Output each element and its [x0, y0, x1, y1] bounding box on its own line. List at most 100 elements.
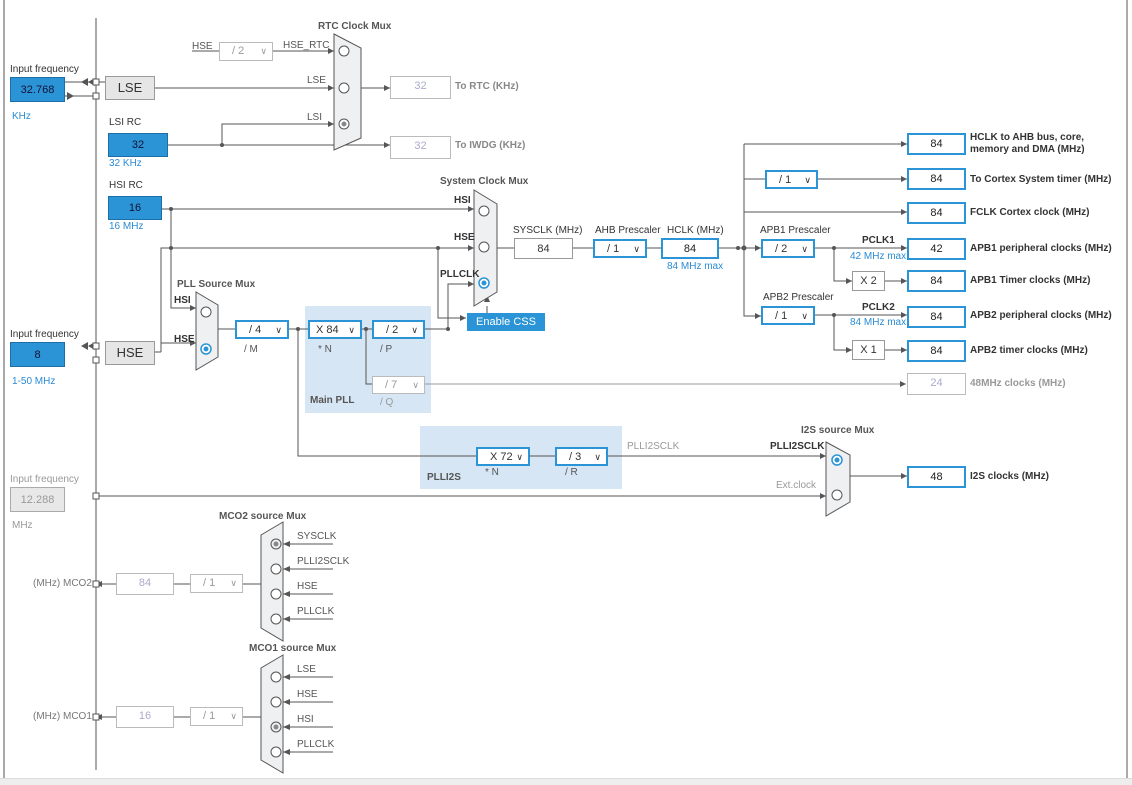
hclk-value-input[interactable]: 84: [661, 238, 719, 259]
lse-frequency-input[interactable]: 32.768: [10, 77, 65, 102]
plli2s-n-select[interactable]: X 72∨: [476, 447, 530, 466]
apb1-prescaler-label: APB1 Prescaler: [760, 225, 831, 237]
sysclk-value: 84: [514, 238, 573, 259]
iwdg-output-label: To IWDG (KHz): [455, 140, 525, 152]
lsi-label: LSI RC: [109, 117, 141, 129]
fclk-label: FCLK Cortex clock (MHz): [970, 207, 1089, 219]
pll-q-select[interactable]: / 7∨: [372, 376, 425, 394]
apb2-prescaler-select[interactable]: / 1∨: [761, 306, 815, 325]
rtc-hse-divider-select[interactable]: / 2∨: [219, 42, 273, 61]
ahb-prescaler-select[interactable]: / 1∨: [593, 239, 647, 258]
iwdg-output-value: 32: [390, 136, 451, 159]
pclk1-label: PCLK1: [862, 235, 895, 247]
main-pll-title: Main PLL: [310, 395, 354, 407]
pll-source-mux-title: PLL Source Mux: [177, 279, 255, 291]
pll-mux-hsi-label: HSI: [174, 295, 191, 307]
i2s-output: 48: [907, 466, 966, 488]
mco2-output: 84: [116, 573, 174, 595]
mco2-input-hse: HSE: [297, 581, 318, 593]
cortex-timer-divider-select[interactable]: / 1∨: [765, 170, 818, 189]
hclk-ahb-label: HCLK to AHB bus, core,: [970, 132, 1084, 144]
pll-source-mux-shape: [196, 292, 218, 370]
mco2-label: (MHz) MCO2: [33, 578, 92, 590]
pll-m-select[interactable]: / 4∨: [235, 320, 289, 339]
cortex-timer-label: To Cortex System timer (MHz): [970, 174, 1112, 186]
mco2-mux-shape: [261, 522, 283, 641]
rtc-mux-title: RTC Clock Mux: [318, 21, 391, 33]
rtc-hse-label: HSE: [192, 41, 213, 53]
mco1-mux-title: MCO1 source Mux: [249, 643, 336, 655]
mco2-input-sysclk: SYSCLK: [297, 531, 336, 543]
clk48-output: 24: [907, 373, 966, 395]
mco1-input-hse: HSE: [297, 689, 318, 701]
ahb-prescaler-label: AHB Prescaler: [595, 225, 661, 237]
lsi-value: 32: [108, 133, 168, 157]
apb2-timer-output: 84: [907, 340, 966, 362]
pll-p-select[interactable]: / 2∨: [372, 320, 425, 339]
pll-p-label: / P: [380, 344, 392, 356]
ext-frequency-input[interactable]: 12.288: [10, 487, 65, 512]
pll-m-label: / M: [244, 344, 258, 356]
plli2s-n-label: * N: [485, 467, 499, 479]
plli2sclk-label: PLLI2SCLK: [627, 441, 679, 453]
hclk-ahb-label-2: memory and DMA (MHz): [970, 144, 1085, 156]
enable-css-button[interactable]: Enable CSS: [467, 313, 545, 331]
apb2-peripheral-output: 84: [907, 306, 966, 328]
mco1-divider-select[interactable]: / 1∨: [190, 707, 243, 726]
fclk-output: 84: [907, 202, 966, 224]
i2s-mux-title: I2S source Mux: [801, 425, 874, 437]
pll-n-select[interactable]: X 84∨: [308, 320, 362, 339]
mco2-divider-select[interactable]: / 1∨: [190, 574, 243, 593]
lsi-unit: 32 KHz: [109, 158, 142, 170]
mco1-label: (MHz) MCO1: [33, 711, 92, 723]
cortex-timer-output: 84: [907, 168, 966, 190]
mco1-input-hsi: HSI: [297, 714, 314, 726]
plli2s-r-label: / R: [565, 467, 578, 479]
lse-unit: KHz: [12, 111, 31, 123]
apb2-timer-label: APB2 timer clocks (MHz): [970, 345, 1088, 357]
mco1-input-lse: LSE: [297, 664, 316, 676]
apb1-max: 42 MHz max: [850, 251, 906, 263]
hclk-ahb-output: 84: [907, 133, 966, 155]
lse-block: LSE: [105, 76, 155, 100]
apb1-prescaler-select[interactable]: / 2∨: [761, 239, 815, 258]
apb2-peripheral-label: APB2 peripheral clocks (MHz): [970, 310, 1112, 322]
plli2s-r-select[interactable]: / 3∨: [555, 447, 608, 466]
ext-freq-label: Input frequency: [10, 474, 79, 486]
i2s-mux-shape: [826, 442, 850, 516]
apb1-timer-label: APB1 Timer clocks (MHz): [970, 275, 1090, 287]
i2s-plli2sclk-label: PLLI2SCLK: [770, 441, 824, 453]
mco2-input-pllclk: PLLCLK: [297, 606, 334, 618]
plli2s-title: PLLI2S: [427, 472, 461, 484]
hsi-unit: 16 MHz: [109, 221, 143, 233]
apb1-peripheral-label: APB1 peripheral clocks (MHz): [970, 243, 1112, 255]
hclk-label: HCLK (MHz): [667, 225, 724, 237]
hse-range: 1-50 MHz: [12, 376, 55, 388]
mco1-input-pllclk: PLLCLK: [297, 739, 334, 751]
apb2-max: 84 MHz max: [850, 317, 906, 329]
clk48-label: 48MHz clocks (MHz): [970, 378, 1066, 390]
sysclk-label: SYSCLK (MHz): [513, 225, 582, 237]
ext-clock-label: Ext.clock: [776, 480, 816, 492]
pll-q-label: / Q: [380, 397, 393, 409]
apb2-prescaler-label: APB2 Prescaler: [763, 292, 834, 304]
i2s-label: I2S clocks (MHz): [970, 471, 1049, 483]
rtc-lsi-label: LSI: [307, 112, 322, 124]
lse-freq-label: Input frequency: [10, 64, 79, 76]
hse-block: HSE: [105, 341, 155, 365]
hse-frequency-input[interactable]: 8: [10, 342, 65, 367]
hse-freq-label: Input frequency: [10, 329, 79, 341]
apb1-timer-multiplier: X 2: [852, 271, 885, 291]
apb1-peripheral-output: 42: [907, 238, 966, 260]
hse-rtc-label: HSE_RTC: [283, 40, 330, 52]
sys-mux-hse-label: HSE: [454, 232, 475, 244]
sys-mux-pllclk-label: PLLCLK: [440, 269, 479, 281]
sys-mux-hsi-label: HSI: [454, 195, 471, 207]
hsi-label: HSI RC: [109, 180, 143, 192]
apb1-timer-output: 84: [907, 270, 966, 292]
ext-unit: MHz: [12, 520, 33, 532]
mco1-output: 16: [116, 706, 174, 728]
rtc-lse-label: LSE: [307, 75, 326, 87]
system-mux-title: System Clock Mux: [440, 176, 528, 188]
